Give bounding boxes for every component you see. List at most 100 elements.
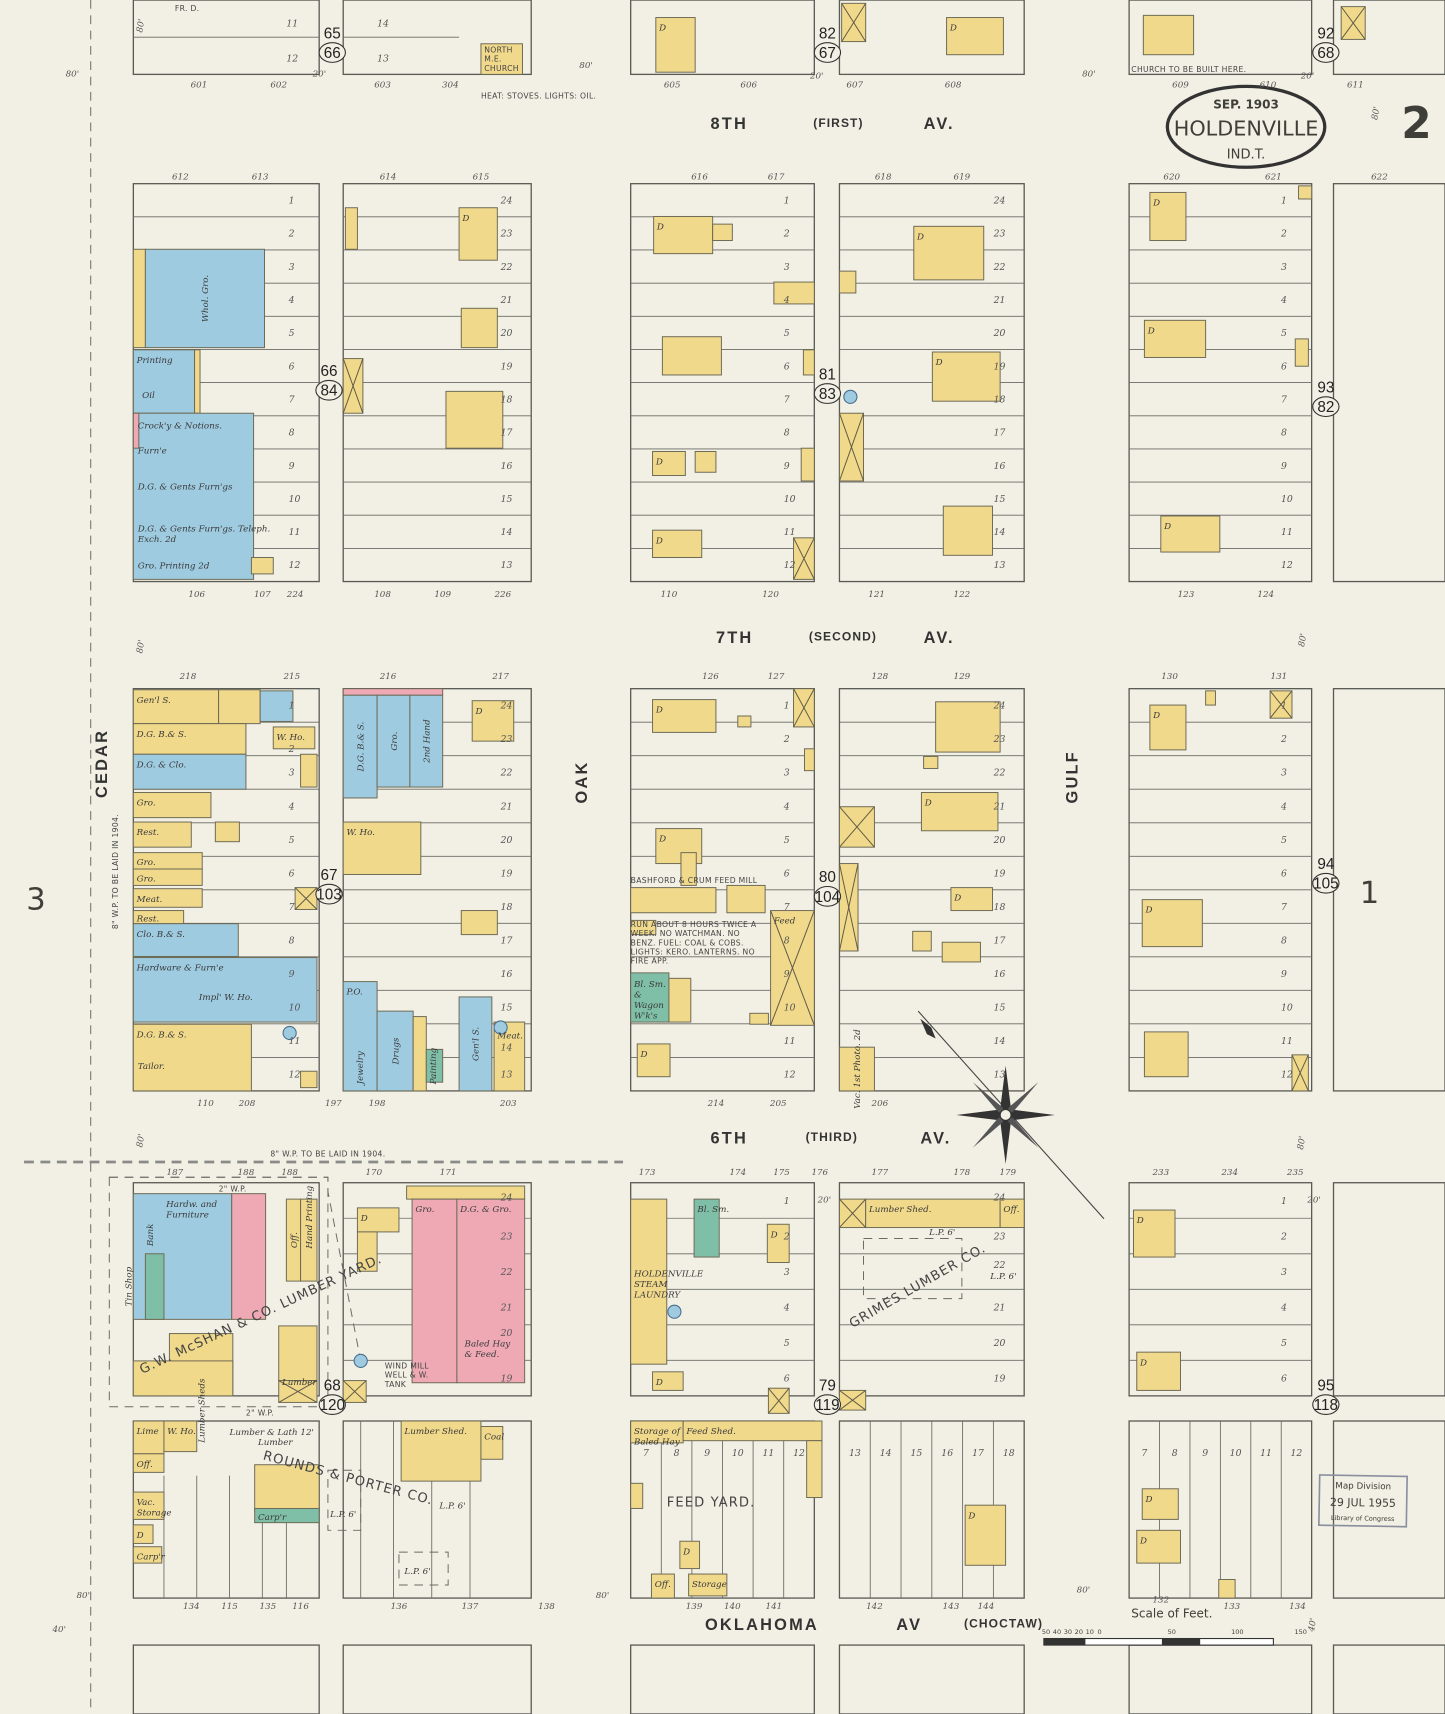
hydrant-marker [813,885,842,907]
city-block [1332,688,1445,1092]
lot-number: 3 [1281,262,1287,273]
lot-number: 15 [911,1448,923,1459]
address-number: 108 [374,590,391,600]
street-third-av-name: 6TH [710,1129,748,1147]
building-footprint [668,977,692,1023]
business-name: BASHFORD & CRUM FEED MILL [631,876,758,885]
building-label: Lumber Shed. [868,1205,932,1215]
scale-tick-label: 50 [1168,1628,1176,1636]
lot-number: 19 [994,361,1006,372]
lot-number: 2 [783,734,790,745]
address-number: 122 [954,590,971,600]
lot-number: 8 [289,428,295,439]
lot-number: 1 [289,701,295,712]
building-footprint [652,450,686,477]
building-footprint [920,792,999,832]
building-footprint [132,1546,163,1564]
building-label: Lumber [281,1378,317,1388]
address-number: 235 [1286,1168,1304,1178]
lot-number: 3 [1281,768,1287,779]
lot-number: 10 [784,494,796,505]
width-dimension: 20' [817,1195,832,1205]
hydrant-number: 82 [819,25,836,42]
address-number: 124 [1257,590,1274,600]
title-cartouche: SEP. 1903 HOLDENVILLE IND.T. [1165,84,1327,169]
lot-number: 8 [289,935,295,946]
hydrant-number: 81 [819,366,836,383]
lot-number: 21 [993,1302,1006,1313]
lot-number: 9 [784,969,790,980]
width-dimension: 80' [596,1591,610,1601]
building-label: Gen'l S. [137,696,171,706]
address-number: 218 [179,672,197,682]
lot-number: 12 [784,1069,796,1080]
building-footprint [254,1507,320,1524]
city-block [838,1644,1025,1714]
building-label: D.G. B.& S. [136,1030,187,1040]
building-label: Gen'l S. [472,1027,482,1061]
lot-number: 2 [1280,734,1287,745]
building-label: D [136,1531,144,1541]
building-footprint [411,1198,458,1384]
address-number: 116 [292,1602,309,1612]
building-footprint [1218,1579,1236,1599]
address-number: 178 [954,1168,971,1178]
building-label: Tailor. [138,1062,165,1072]
library-stamp: Map Division 29 JUL 1955 Library of Cong… [1318,1474,1408,1528]
building-footprint [254,1464,320,1513]
building-footprint [964,1504,1007,1566]
city-block [132,1644,320,1714]
lot-number: 17 [501,935,513,946]
width-dimension: 80' [1370,106,1382,121]
lot-number: 7 [289,902,295,913]
address-number: 615 [473,172,490,182]
building-footprint [941,941,981,963]
scale-tick-label: 0 [1098,1628,1102,1636]
hydrant-marker [1312,396,1340,418]
building-label: L.P. 6' [438,1501,465,1511]
building-label: Gro. Printing 2d [138,561,210,571]
lot-number: 12 [1281,1069,1293,1080]
city-block [1332,1420,1445,1599]
lot-number: 4 [288,801,295,812]
building-footprint [1136,1351,1181,1391]
hydrant-marker [813,1394,842,1415]
building-footprint [458,207,498,261]
lot-number: 6 [1281,361,1287,372]
lot-number: 23 [993,1231,1006,1242]
lumber-pile-outline [327,1469,362,1531]
street-first-av-name: 8TH [710,115,748,133]
building-footprint [803,748,815,772]
street-first-av-suffix: AV. [924,115,955,133]
building-footprint [630,919,657,936]
street-first-av: 8TH (FIRST) AV. [710,115,955,133]
title-territory: IND.T. [1227,148,1266,163]
width-dimension: 80' [579,61,593,71]
hydrant-number: 68 [324,1377,341,1394]
hydrant-number: 119 [815,1397,839,1414]
building-footprint [132,821,192,848]
hydrant-number: 80 [819,869,836,886]
water-tank-icon [353,1353,368,1368]
building-footprint [342,688,444,696]
building-label: D [655,536,663,546]
lot-number: 9 [289,461,295,472]
building-footprint [679,1540,701,1570]
address-number: 612 [172,172,189,182]
building-label: Hand Printing [305,1185,315,1249]
lot-number: 7 [1281,394,1287,405]
building-footprint [132,248,146,349]
building-footprint [1143,319,1207,358]
lot-number: 20 [500,1328,513,1339]
street-first-av-alt: (FIRST) [813,116,863,130]
building-label: D [949,24,957,34]
lot-number: 2 [1280,229,1287,240]
building-footprint [652,1371,684,1391]
building-footprint [132,1360,234,1397]
city-block [1128,0,1313,76]
hydrant-marker [1312,872,1340,894]
note-label: HEAT: STOVES. LIGHTS: OIL. [481,91,596,100]
building-footprint [132,888,203,908]
lot-number: 21 [500,295,513,306]
